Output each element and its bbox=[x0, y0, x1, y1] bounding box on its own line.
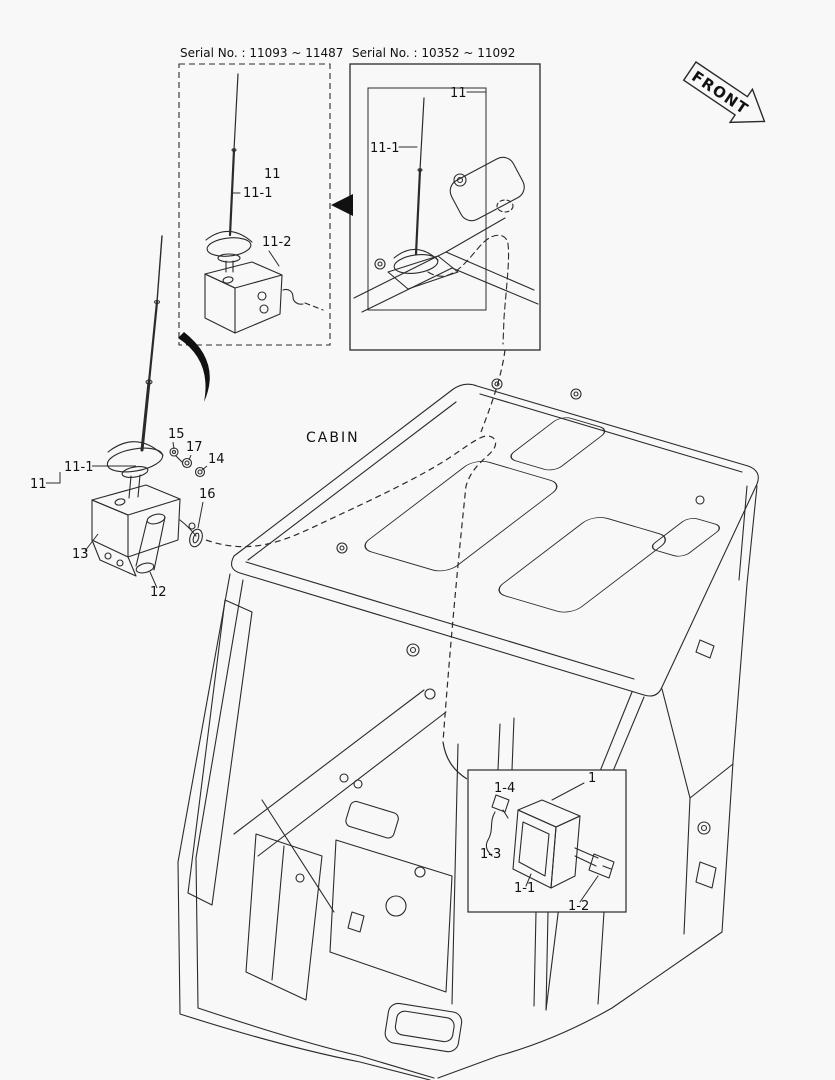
callout-11-inset-left: 11 bbox=[264, 167, 281, 182]
serial-label-right: Serial No. : 10352 ~ 11092 bbox=[352, 46, 515, 60]
callout-13: 13 bbox=[72, 547, 89, 562]
callout-1: 1 bbox=[588, 771, 596, 786]
radio-detail-frame bbox=[467, 769, 627, 913]
callout-11-inset-right: 11 bbox=[450, 86, 467, 101]
inset-left-frame bbox=[178, 63, 331, 346]
roof-panels bbox=[364, 417, 720, 613]
detail-pointer-arrow bbox=[331, 194, 353, 216]
callout-12: 12 bbox=[150, 585, 167, 600]
callout-1-3: 1-3 bbox=[480, 847, 501, 862]
callout-16: 16 bbox=[199, 487, 216, 502]
interior-details bbox=[245, 717, 605, 1053]
roof-outline bbox=[231, 383, 759, 697]
callout-11-main: 11 bbox=[30, 477, 47, 492]
callout-15: 15 bbox=[168, 427, 185, 442]
callout-14: 14 bbox=[208, 452, 225, 467]
front-arrow-shape bbox=[682, 61, 766, 124]
callout-11-1-inset-left: 11-1 bbox=[243, 186, 273, 201]
wiper-assembly bbox=[233, 688, 447, 913]
inset-right-frame bbox=[349, 63, 541, 351]
callout-1-4: 1-4 bbox=[494, 781, 515, 796]
main-callouts: 15 17 14 16 13 12 11-1 11 CABIN bbox=[30, 427, 360, 600]
inset-left: Serial No. : 11093 ~ 11487 11 11-1 11-2 bbox=[178, 46, 343, 346]
inset-right: Serial No. : 10352 ~ 11092 11 11-1 bbox=[349, 46, 541, 351]
inset-right-antenna bbox=[353, 91, 539, 345]
front-direction-arrow: FRONT bbox=[682, 61, 766, 124]
cabin-line-art bbox=[177, 378, 759, 1080]
radio-detail-box: 1 1-4 1-3 1-1 1-2 bbox=[467, 769, 627, 914]
main-antenna-assembly bbox=[91, 235, 206, 577]
roof-fittings bbox=[336, 378, 705, 657]
inset-right-inner-frame bbox=[367, 87, 487, 311]
antenna-cable-dashed bbox=[205, 349, 506, 743]
callout-11-1-main: 11-1 bbox=[64, 460, 94, 475]
callout-11-2-inset-left: 11-2 bbox=[262, 235, 292, 250]
callout-1-2: 1-2 bbox=[568, 899, 589, 914]
left-frame bbox=[177, 573, 435, 1080]
callout-11-1-inset-right: 11-1 bbox=[370, 141, 400, 156]
radio-unit bbox=[485, 782, 615, 903]
cabin-label: CABIN bbox=[306, 430, 360, 446]
antenna-cable-tail bbox=[442, 741, 468, 780]
serial-label-left: Serial No. : 11093 ~ 11487 bbox=[180, 46, 343, 60]
callout-1-1: 1-1 bbox=[514, 881, 535, 896]
swoosh-arrow bbox=[178, 332, 210, 402]
inset-left-antenna bbox=[204, 73, 324, 334]
callout-17: 17 bbox=[186, 440, 203, 455]
